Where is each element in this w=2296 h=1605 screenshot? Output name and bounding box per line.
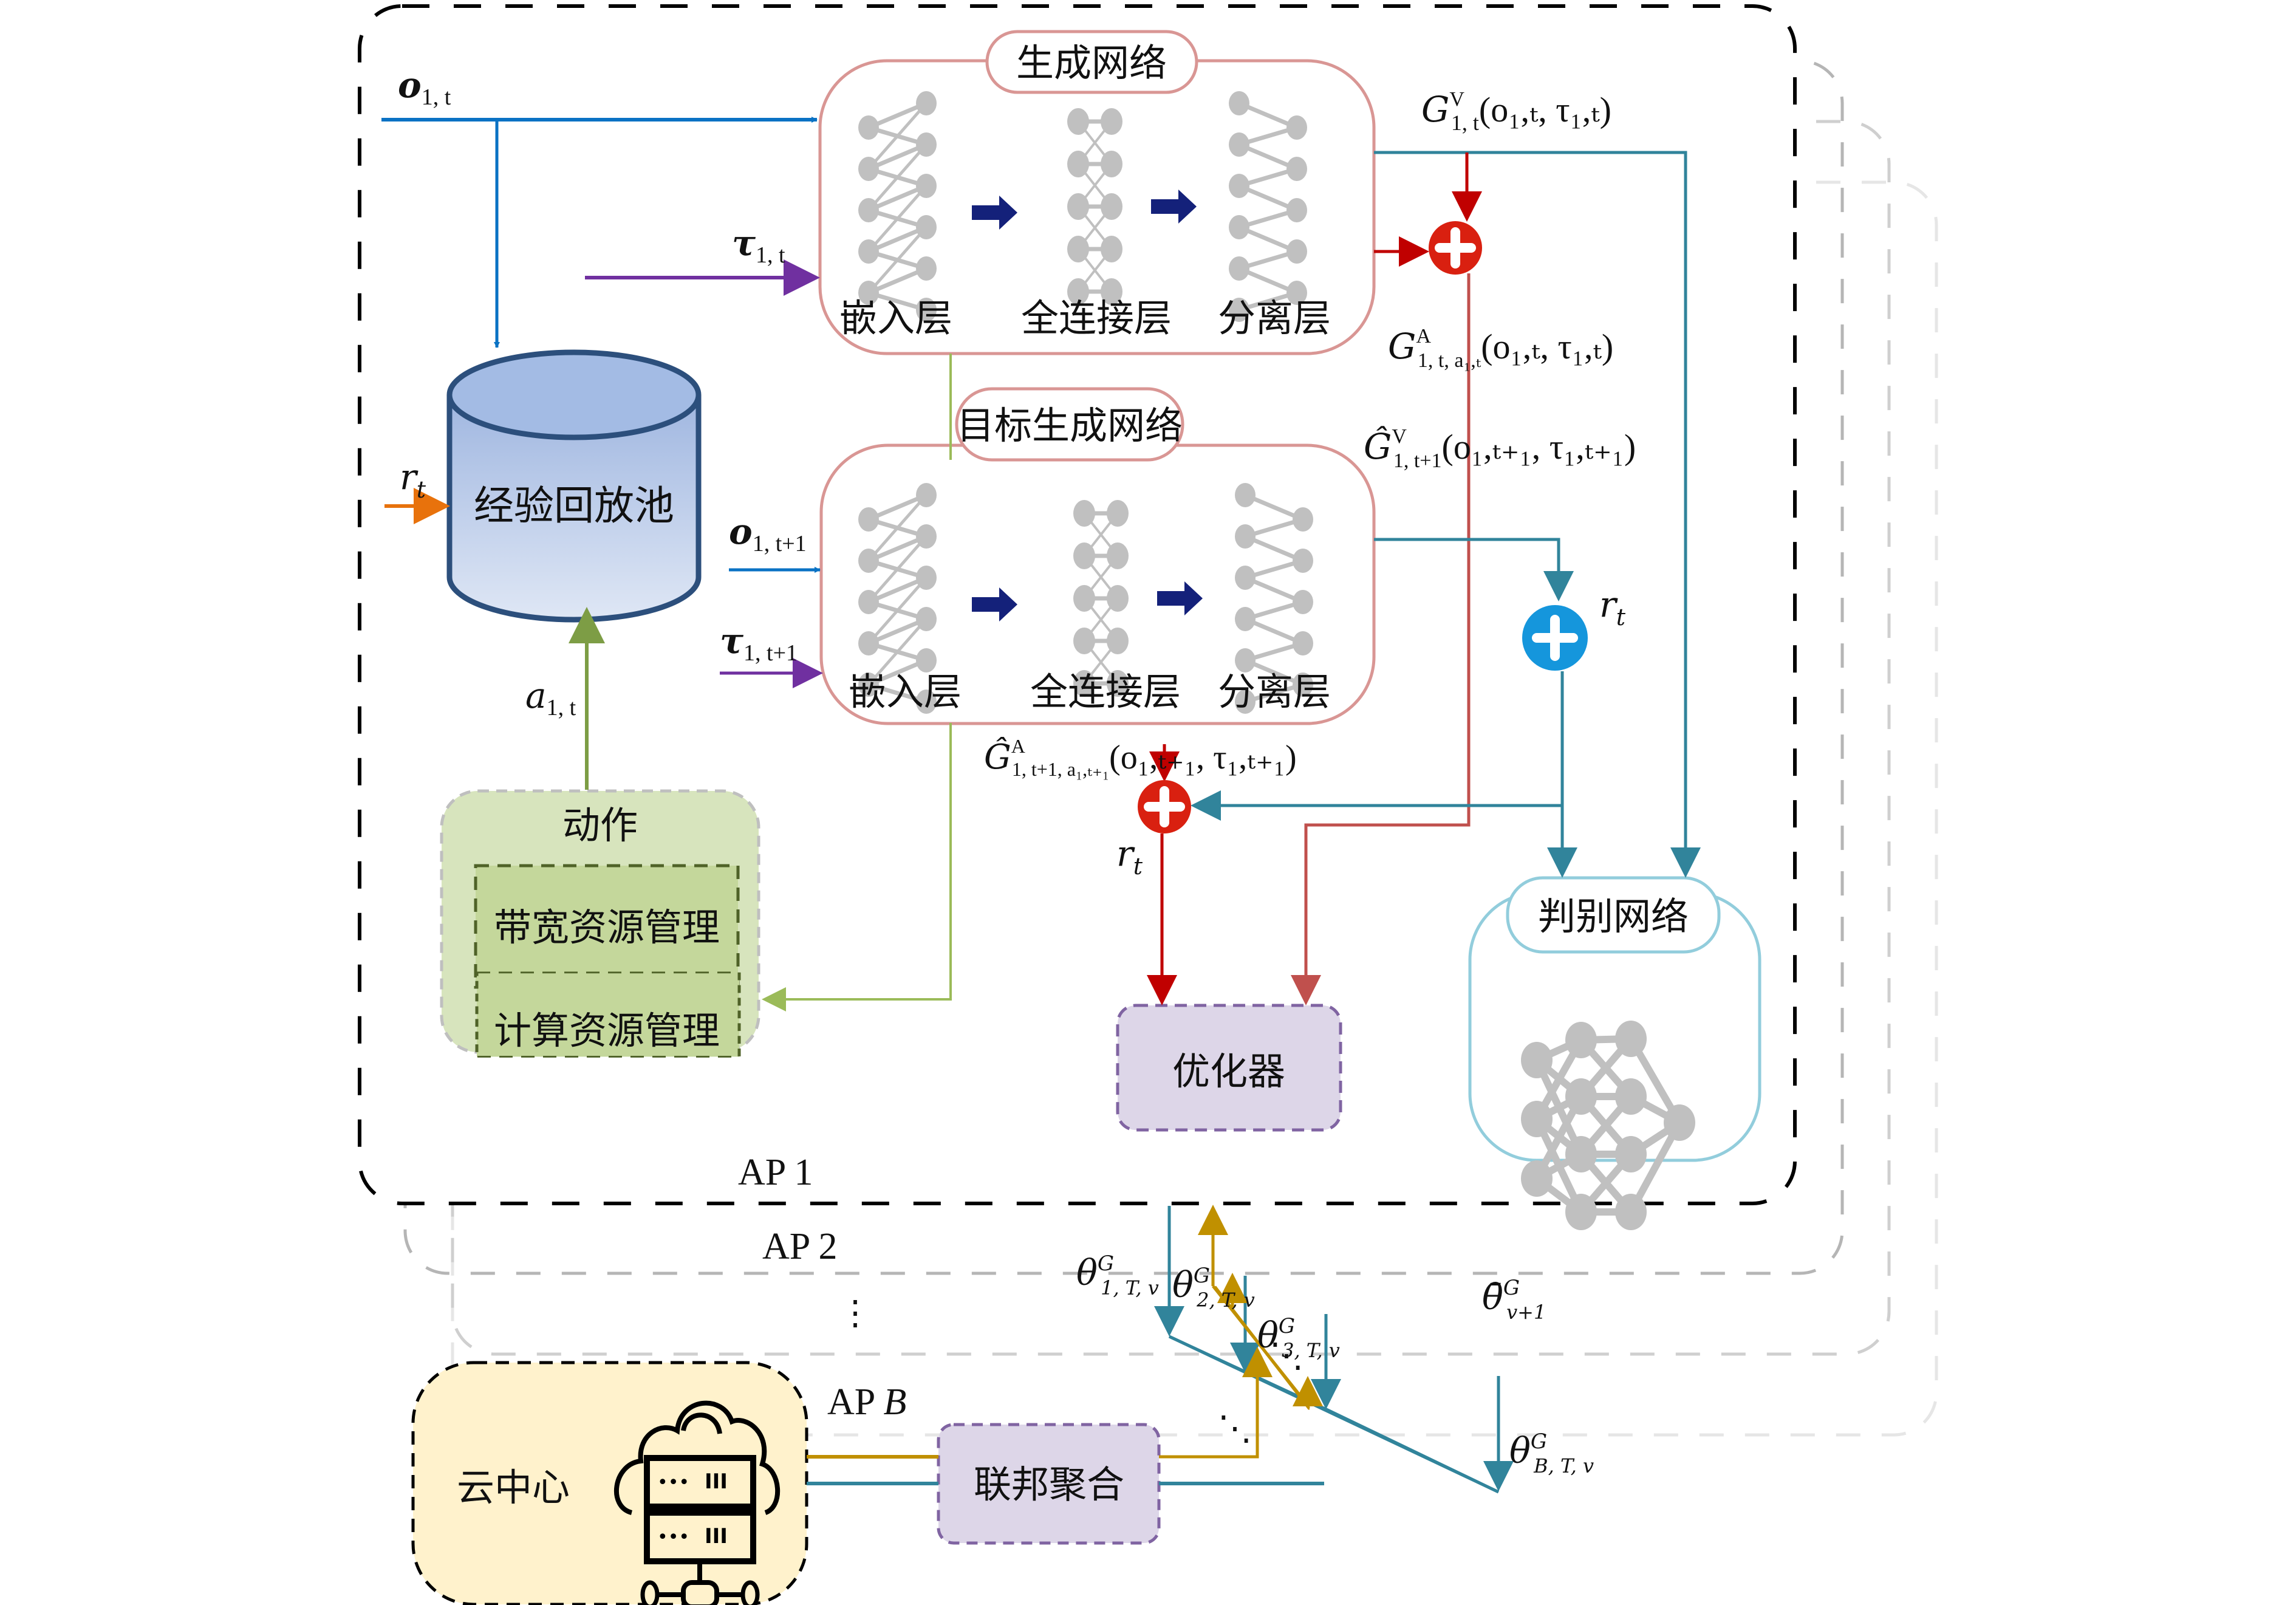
svg-text:•••: ••• — [657, 1527, 689, 1548]
target-generator-network[interactable]: 目标生成网络 嵌入层 全连接层 分离层 — [819, 387, 1376, 725]
arrow-right-icon — [1157, 581, 1203, 615]
agg-to-download-gold — [1159, 1347, 1273, 1459]
cloud-server-icon: ••• III ••• III — [614, 1400, 780, 1605]
plus-icon — [1532, 615, 1578, 661]
arrow-right-icon — [1151, 190, 1197, 224]
generator-layer-embed: 嵌入层 — [839, 296, 952, 340]
ap-2-outline — [403, 59, 1844, 1275]
label-o-t1: o1, t+1 — [729, 511, 807, 556]
label-o-t: o1, t — [398, 64, 451, 110]
target-generator-layer-split: 分离层 — [1218, 669, 1331, 714]
fully-connected-layer-icon — [1067, 108, 1122, 305]
add-node-lower — [1138, 780, 1191, 833]
embedding-layer-icon — [858, 483, 937, 714]
gv-to-discriminator-line — [1374, 151, 1701, 878]
optimizer[interactable]: 优化器 — [1116, 1004, 1342, 1132]
ap-more-label: ⋮ — [838, 1295, 872, 1332]
split-layer-icon — [1229, 91, 1307, 322]
replay-buffer[interactable]: 经验回放池 — [446, 349, 702, 623]
svg-text:III: III — [705, 1524, 728, 1549]
split-layer-icon — [1235, 483, 1313, 714]
embedding-layer-icon — [858, 91, 937, 322]
generator-network[interactable]: 生成网络 嵌入层 全连接层 分离层 — [818, 30, 1376, 355]
upload-diagonal-line — [1168, 1335, 1500, 1494]
fully-connected-layer-icon — [1073, 500, 1129, 697]
action-item-compute-frame — [475, 971, 741, 1058]
target-generator-nn-icons — [858, 483, 1313, 714]
arrow-right-icon — [972, 587, 1017, 621]
download-diag — [1212, 1285, 1309, 1406]
ellipsis-download: ⋱ — [1269, 1337, 1303, 1375]
ap-b-label: AP B — [827, 1381, 906, 1423]
federated-label: 联邦聚合 — [974, 1462, 1124, 1507]
target-generator-title-pill — [955, 387, 1184, 462]
cloud-center[interactable]: 云中心 ••• III ••• III — [411, 1361, 808, 1605]
generator-nn-icons — [858, 91, 1307, 322]
federated-aggregation[interactable]: 联邦聚合 — [937, 1423, 1161, 1545]
label-tau-t1: τ1, t+1 — [720, 620, 798, 666]
action-panel[interactable]: 动作 带宽资源管理 计算资源管理 — [440, 789, 760, 1058]
generator-layer-fc: 全连接层 — [1021, 296, 1172, 340]
replay-buffer-label: 经验回放池 — [474, 482, 674, 529]
ellipsis-upload: ⋱ — [1218, 1410, 1252, 1448]
add-node-upper — [1429, 221, 1482, 275]
ap-2-label: AP 2 — [762, 1226, 837, 1267]
label-tau-t: τ1, t — [732, 222, 785, 268]
action-item-bandwidth: 带宽资源管理 — [494, 905, 720, 950]
target-generator-layer-embed: 嵌入层 — [849, 669, 962, 714]
generator-title-pill — [985, 30, 1198, 94]
svg-text:•••: ••• — [657, 1472, 689, 1493]
connectors — [381, 117, 1701, 1494]
q-to-optimizer-line — [1291, 273, 1471, 1005]
label-a-t: a1, t — [525, 675, 576, 720]
generator-layer-split: 分离层 — [1218, 296, 1331, 340]
target-gv-to-blue-add — [1374, 538, 1574, 601]
optimizer-box — [1116, 1004, 1342, 1132]
add-node-reward — [1522, 605, 1588, 671]
plus-icon — [1435, 227, 1476, 269]
optimizer-label: 优化器 — [1172, 1049, 1285, 1093]
arrow-right-icon — [972, 196, 1017, 230]
label-r-t-buffer: rt — [400, 456, 426, 503]
replay-buffer-top — [446, 349, 702, 440]
action-item-compute: 计算资源管理 — [494, 1008, 720, 1053]
discriminator-nn-icon — [1521, 1021, 1695, 1230]
label-r-t-red: rt — [1116, 833, 1143, 880]
target-generator-title: 目标生成网络 — [957, 403, 1183, 448]
plus-icon — [1144, 786, 1185, 827]
action-title: 动作 — [562, 803, 638, 847]
discriminator-title-pill — [1506, 876, 1721, 954]
svg-text:III: III — [705, 1470, 728, 1494]
discriminator-title: 判别网络 — [1538, 894, 1689, 939]
generator-title: 生成网络 — [1016, 41, 1167, 85]
ap-1-label: AP 1 — [738, 1152, 813, 1193]
cloud-center-label: 云中心 — [457, 1465, 570, 1510]
label-r-t-blue: rt — [1599, 584, 1626, 631]
discriminator-network[interactable]: 判别网络 — [1468, 876, 1761, 1230]
target-generator-layer-fc: 全连接层 — [1030, 669, 1181, 714]
